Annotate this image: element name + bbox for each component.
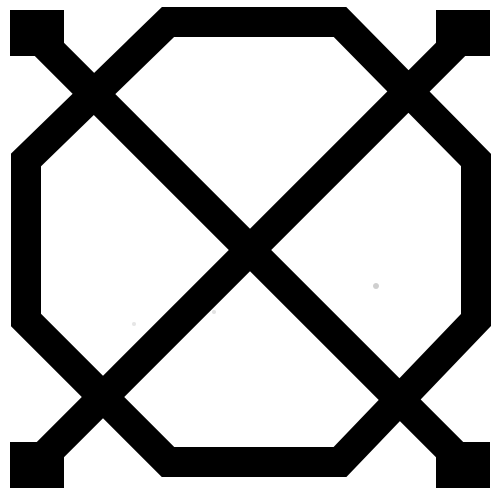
corner-terminal-top-right bbox=[436, 10, 490, 56]
corner-terminal-bottom-right bbox=[436, 442, 490, 488]
corner-terminal-bottom-left bbox=[10, 442, 64, 488]
speckle-mark bbox=[373, 283, 379, 289]
octagon-outline bbox=[11, 6, 491, 477]
corner-terminal-top-left bbox=[10, 10, 64, 56]
cross-line-secondary bbox=[27, 27, 473, 473]
speckle-mark bbox=[212, 310, 216, 314]
speckle-mark bbox=[132, 322, 136, 326]
